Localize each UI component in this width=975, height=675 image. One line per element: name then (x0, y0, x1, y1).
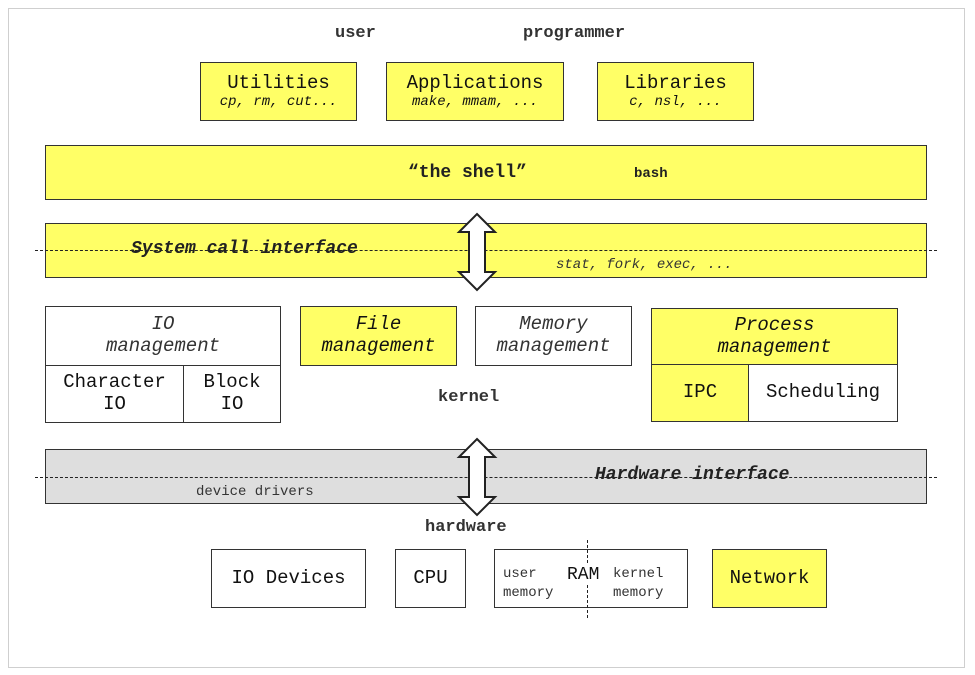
kernel-memory-line2: memory (613, 585, 664, 601)
ipc-label: IPC (682, 381, 718, 404)
ram-label: RAM (566, 565, 601, 585)
memory-management-box: Memory management (475, 306, 632, 366)
cpu-box: CPU (395, 549, 466, 608)
hardware-double-arrow-icon (456, 437, 498, 517)
shell-example: bash (634, 166, 668, 182)
device-drivers-label: device drivers (196, 484, 314, 500)
programmer-label: programmer (523, 24, 626, 43)
user-label: user (335, 24, 376, 43)
block-io-line2: IO (220, 393, 244, 415)
kernel-memory-line1: kernel (613, 566, 664, 582)
ipc-box: IPC (651, 364, 749, 422)
applications-box: Applications make, mmam, ... (386, 62, 564, 121)
process-management-box: Process management (651, 308, 898, 365)
cpu-label: CPU (413, 566, 448, 589)
hardware-label: hardware (425, 518, 507, 537)
user-memory-line1: user (503, 566, 537, 582)
io-devices-label: IO Devices (231, 566, 346, 589)
process-management-line1: Process (734, 313, 815, 336)
scheduling-box: Scheduling (748, 364, 898, 422)
shell-bar (45, 145, 927, 200)
io-management-line1: IO (151, 313, 175, 336)
file-management-box: File management (300, 306, 457, 366)
file-management-line1: File (355, 313, 402, 336)
file-management-line2: management (321, 335, 436, 357)
applications-examples: make, mmam, ... (411, 94, 539, 111)
hardware-interface-title: Hardware interface (595, 465, 790, 485)
applications-title: Applications (406, 71, 544, 94)
utilities-title: Utilities (227, 71, 330, 94)
kernel-label: kernel (438, 388, 500, 407)
io-management-line2: management (105, 335, 221, 357)
memory-management-line2: management (496, 335, 611, 357)
syscall-double-arrow-icon (456, 212, 498, 292)
network-box: Network (712, 549, 827, 608)
character-io-line1: Character (63, 371, 166, 394)
network-label: Network (729, 566, 810, 589)
process-management-line2: management (717, 335, 832, 358)
libraries-examples: c, nsl, ... (629, 94, 722, 111)
character-io-line2: IO (103, 393, 126, 415)
libraries-box: Libraries c, nsl, ... (597, 62, 754, 121)
kernel-memory-label: kernel memory (613, 565, 663, 603)
block-io-line1: Block (203, 371, 261, 394)
syscall-title: System call interface (131, 239, 358, 259)
block-io-box: Block IO (183, 365, 281, 423)
io-management-box: IO management (45, 306, 281, 366)
character-io-box: Character IO (45, 365, 184, 423)
shell-title: “the shell” (408, 163, 527, 183)
utilities-box: Utilities cp, rm, cut... (200, 62, 357, 121)
syscall-examples: stat, fork, exec, ... (556, 257, 733, 273)
user-memory-line2: memory (503, 585, 554, 601)
io-devices-box: IO Devices (211, 549, 366, 608)
memory-management-line1: Memory (519, 313, 588, 336)
scheduling-label: Scheduling (765, 381, 881, 404)
libraries-title: Libraries (624, 71, 727, 94)
user-memory-label: user memory (503, 565, 553, 603)
utilities-examples: cp, rm, cut... (219, 94, 338, 111)
